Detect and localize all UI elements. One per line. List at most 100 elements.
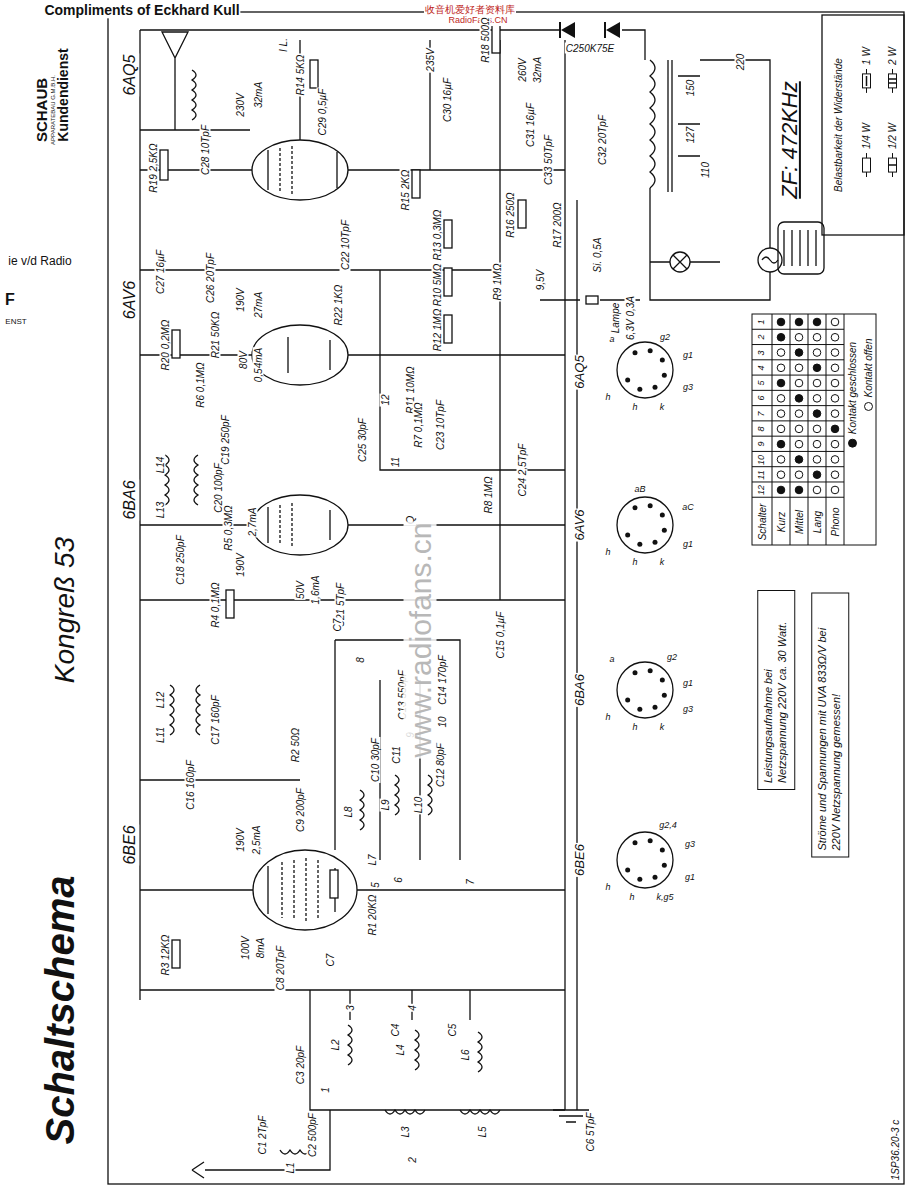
schematic-label: a bbox=[608, 335, 615, 345]
schematic-label: 8mA bbox=[255, 937, 266, 960]
schematic-label: 150 bbox=[685, 79, 696, 98]
schematic-label: g1 bbox=[682, 351, 694, 361]
schematic-label: 12 bbox=[380, 393, 391, 406]
pin-dot bbox=[653, 875, 658, 880]
contact-open-dot bbox=[831, 318, 839, 326]
contact-open-dot bbox=[813, 440, 821, 448]
schematic-label: 127 bbox=[685, 126, 696, 145]
resistor-symbol bbox=[862, 158, 870, 172]
schematic-label: C28 10TpF bbox=[200, 124, 211, 176]
schematic-label: L11 bbox=[155, 726, 166, 744]
schematic-label: Belastbarkeit der Widerstände bbox=[833, 57, 844, 193]
pin-dot bbox=[648, 838, 653, 843]
contact-open-dot bbox=[864, 402, 872, 410]
contact-open-dot bbox=[831, 333, 839, 341]
table-line bbox=[790, 314, 791, 545]
schematic-label: 7 bbox=[465, 878, 476, 886]
pin-dot bbox=[633, 670, 638, 675]
pin-dot bbox=[662, 863, 667, 868]
schematic-label: R12 1MΩ bbox=[432, 308, 443, 353]
schematic-label: L3 bbox=[400, 1125, 411, 1138]
schematic-label: R5 0,3MΩ bbox=[223, 504, 234, 551]
note-text: Ströme und Spannungen mit UVA 833Ω/V bei… bbox=[816, 600, 844, 851]
contact-open-dot bbox=[813, 395, 821, 403]
schematic-label: g2 bbox=[659, 333, 671, 343]
contact-open-dot bbox=[813, 379, 821, 387]
contact-closed-dot bbox=[795, 456, 803, 464]
schematic-label: 6AQ5 bbox=[573, 354, 587, 389]
schematic-label: aB bbox=[633, 485, 646, 495]
contact-open-dot bbox=[795, 471, 803, 479]
table-line bbox=[752, 497, 844, 498]
legend-text: Kontakt offen bbox=[863, 339, 874, 398]
schematic-label: L5 bbox=[477, 1125, 488, 1138]
schematic-label: 6AQ5 bbox=[121, 54, 139, 97]
contact-open-dot bbox=[795, 425, 803, 433]
switch-table bbox=[752, 314, 876, 545]
pin-dot bbox=[648, 668, 653, 673]
schematic-label: R2 50Ω bbox=[290, 727, 301, 763]
contact-open-dot bbox=[831, 410, 839, 418]
schematic-label: 9,5V bbox=[535, 269, 546, 292]
schematic-label: 32mA bbox=[532, 56, 543, 84]
pin-dot bbox=[633, 840, 638, 845]
schematic-label: 12 bbox=[757, 484, 767, 496]
note-box: Ströme und Spannungen mit UVA 833Ω/V bei… bbox=[811, 593, 849, 858]
pin-dot bbox=[653, 705, 658, 710]
pin-dot bbox=[660, 678, 665, 683]
legend-sample bbox=[847, 438, 857, 448]
schematic-label: 2 bbox=[757, 333, 767, 340]
contact-open-dot bbox=[813, 425, 821, 433]
schematic-label: L10 bbox=[413, 796, 424, 815]
schematic-label: C10 30pF bbox=[370, 737, 381, 783]
contact-closed-dot bbox=[777, 440, 785, 448]
schematic-label: C11 bbox=[391, 745, 402, 765]
schematic-label: 6 bbox=[393, 876, 404, 884]
schematic-label: C33 50TpF bbox=[543, 134, 554, 186]
pin-dot bbox=[662, 693, 667, 698]
schematic-label: 190V bbox=[235, 552, 246, 577]
legend-text: Kontakt geschlossen bbox=[847, 342, 858, 434]
schematic-label: C25 30pF bbox=[357, 417, 368, 463]
contact-open-dot bbox=[831, 456, 839, 464]
contact-open-dot bbox=[831, 471, 839, 479]
schematic-label: I L. bbox=[278, 37, 289, 53]
schematic-label: 7 bbox=[757, 410, 767, 417]
pin-dot bbox=[653, 385, 658, 390]
contact-closed-dot bbox=[813, 410, 821, 418]
table-line bbox=[752, 390, 844, 391]
pin-dot bbox=[625, 533, 630, 538]
schematic-label: C29 0,5µF bbox=[317, 88, 328, 137]
schematic-label: 50V bbox=[295, 580, 306, 600]
schematic-label: 190V bbox=[235, 287, 246, 312]
schematic-label: C8 20TpF bbox=[275, 945, 286, 991]
contact-open-dot bbox=[795, 364, 803, 372]
schematic-label: 5 bbox=[370, 881, 381, 889]
contact-open-dot bbox=[777, 410, 785, 418]
schematic-label: C9 200pF bbox=[295, 787, 306, 833]
schematic-label: C22 10TpF bbox=[340, 219, 351, 271]
schematic-label: g2,4 bbox=[658, 821, 678, 831]
schematic-label: 220 bbox=[735, 53, 746, 72]
contact-closed-dot bbox=[777, 333, 785, 341]
pin-dot bbox=[662, 528, 667, 533]
schematic-label: SCHAUB bbox=[34, 77, 51, 143]
contact-open-dot bbox=[831, 395, 839, 403]
schematic-label: 收音机爱好者资料库 bbox=[424, 4, 516, 15]
schematic-label: aC bbox=[681, 503, 695, 513]
schematic-label: C19 250pF bbox=[220, 414, 231, 465]
schematic-label: 6AV6 bbox=[573, 508, 587, 541]
contact-open-dot bbox=[831, 349, 839, 357]
contact-open-dot bbox=[813, 333, 821, 341]
table-line bbox=[826, 314, 827, 545]
schematic-label: C1 2TpF bbox=[257, 1115, 268, 1156]
schematic-label: 1SP36.20-3 c bbox=[890, 1119, 901, 1182]
schematic-label: k,g5 bbox=[655, 893, 674, 903]
schematic-label: R17 200Ω bbox=[552, 201, 563, 248]
pin-dot bbox=[637, 707, 642, 712]
table-line bbox=[808, 314, 809, 545]
schematic-label: R21 50KΩ bbox=[210, 311, 221, 360]
schematic-label: 0,54mA bbox=[253, 347, 264, 383]
schematic-label: 6BE6 bbox=[573, 843, 587, 877]
schematic-label: www.radiofans.cn bbox=[404, 521, 437, 758]
